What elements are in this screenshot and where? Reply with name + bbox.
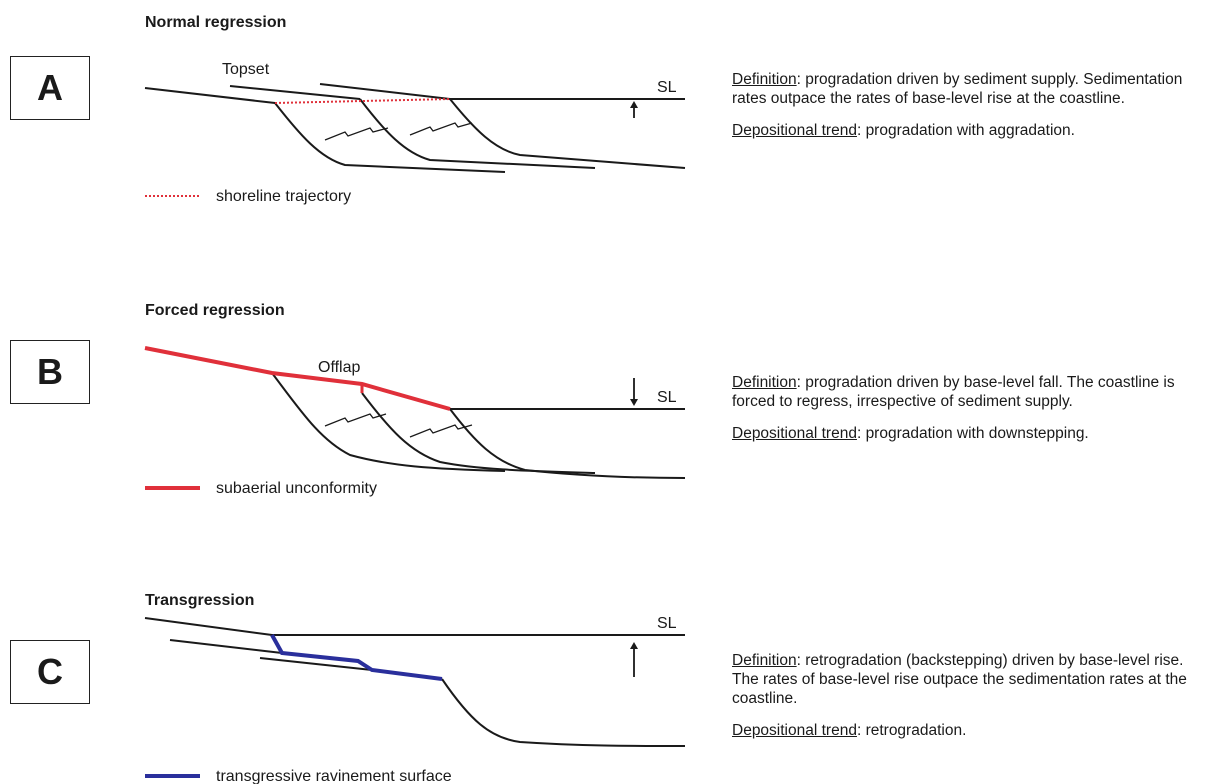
definition-label: Definition — [732, 652, 797, 669]
sea-level-rise-arrow — [630, 642, 638, 677]
depositional-trend-text: : progradation with downstepping. — [856, 425, 1089, 442]
offlap-label: Offlap — [318, 359, 361, 376]
panel-description: Definition: progradation driven by sedim… — [732, 70, 1212, 153]
definition-label: Definition — [732, 71, 797, 88]
topset-label: Topset — [222, 61, 270, 78]
panel-transgression: Transgression C SL transgressive ravinem… — [0, 580, 1222, 784]
definition-label: Definition — [732, 374, 797, 391]
sea-level-label: SL — [657, 389, 677, 406]
panel-normal-regression: Normal regression A Topset SL sh — [0, 0, 1222, 260]
sea-level-label: SL — [657, 79, 677, 96]
panel-title: Transgression — [145, 592, 255, 609]
panel-letter-box: A — [10, 56, 90, 120]
subaerial-unconformity-line — [144, 346, 451, 411]
definition-text: : progradation driven by sediment supply… — [732, 71, 1183, 107]
depositional-trend-label: Depositional trend — [732, 425, 857, 442]
topset-line — [169, 639, 283, 654]
panel-title: Forced regression — [145, 302, 285, 319]
depositional-trend-label: Depositional trend — [732, 122, 857, 139]
legend-label: shoreline trajectory — [216, 188, 351, 205]
panel-description: Definition: progradation driven by base-… — [732, 373, 1212, 456]
sea-level-label: SL — [657, 615, 677, 632]
definition-text: : progradation driven by base-level fall… — [732, 374, 1175, 410]
topset-line — [229, 85, 361, 100]
clinoform-line — [441, 678, 686, 747]
clinoform-line — [274, 102, 506, 173]
clinoform-line — [449, 408, 686, 479]
panel-letter-box: C — [10, 640, 90, 704]
transgression-diagram: SL transgressive ravinement surface — [144, 615, 686, 784]
shoreline-trajectory-line — [274, 98, 451, 104]
depositional-trend-text: : retrogradation. — [856, 722, 967, 739]
depositional-trend-label: Depositional trend — [732, 722, 857, 739]
forced-regression-diagram: Offlap SL subaerial unconformity — [144, 346, 686, 497]
facies-boundary — [409, 122, 473, 136]
definition-text: : retrogradation (backstepping) driven b… — [732, 652, 1187, 707]
panel-letter-box: B — [10, 340, 90, 404]
legend-label: subaerial unconformity — [216, 480, 377, 497]
topset-line — [319, 83, 451, 100]
facies-boundary — [324, 127, 389, 141]
topset-line — [144, 87, 276, 104]
clinoform-line — [361, 392, 596, 474]
ravinement-surface-line — [270, 634, 443, 681]
depositional-trend-text: : progradation with aggradation. — [856, 122, 1075, 139]
sea-level-line — [144, 617, 685, 636]
clinoform-line — [359, 98, 596, 169]
facies-boundary — [409, 424, 473, 438]
sea-level-rise-arrow — [630, 101, 638, 118]
panel-forced-regression: Forced regression B Offlap SL subaerial … — [0, 290, 1222, 550]
sea-level-fall-arrow — [630, 378, 638, 406]
facies-boundary — [324, 413, 387, 427]
panel-title: Normal regression — [145, 14, 287, 31]
clinoform-line — [271, 372, 506, 472]
panel-description: Definition: retrogradation (backstepping… — [732, 651, 1212, 753]
legend-label: transgressive ravinement surface — [216, 768, 452, 784]
normal-regression-diagram: Topset SL shoreline trajectory — [144, 61, 686, 205]
clinoform-line — [449, 98, 686, 169]
topset-line — [259, 657, 373, 671]
